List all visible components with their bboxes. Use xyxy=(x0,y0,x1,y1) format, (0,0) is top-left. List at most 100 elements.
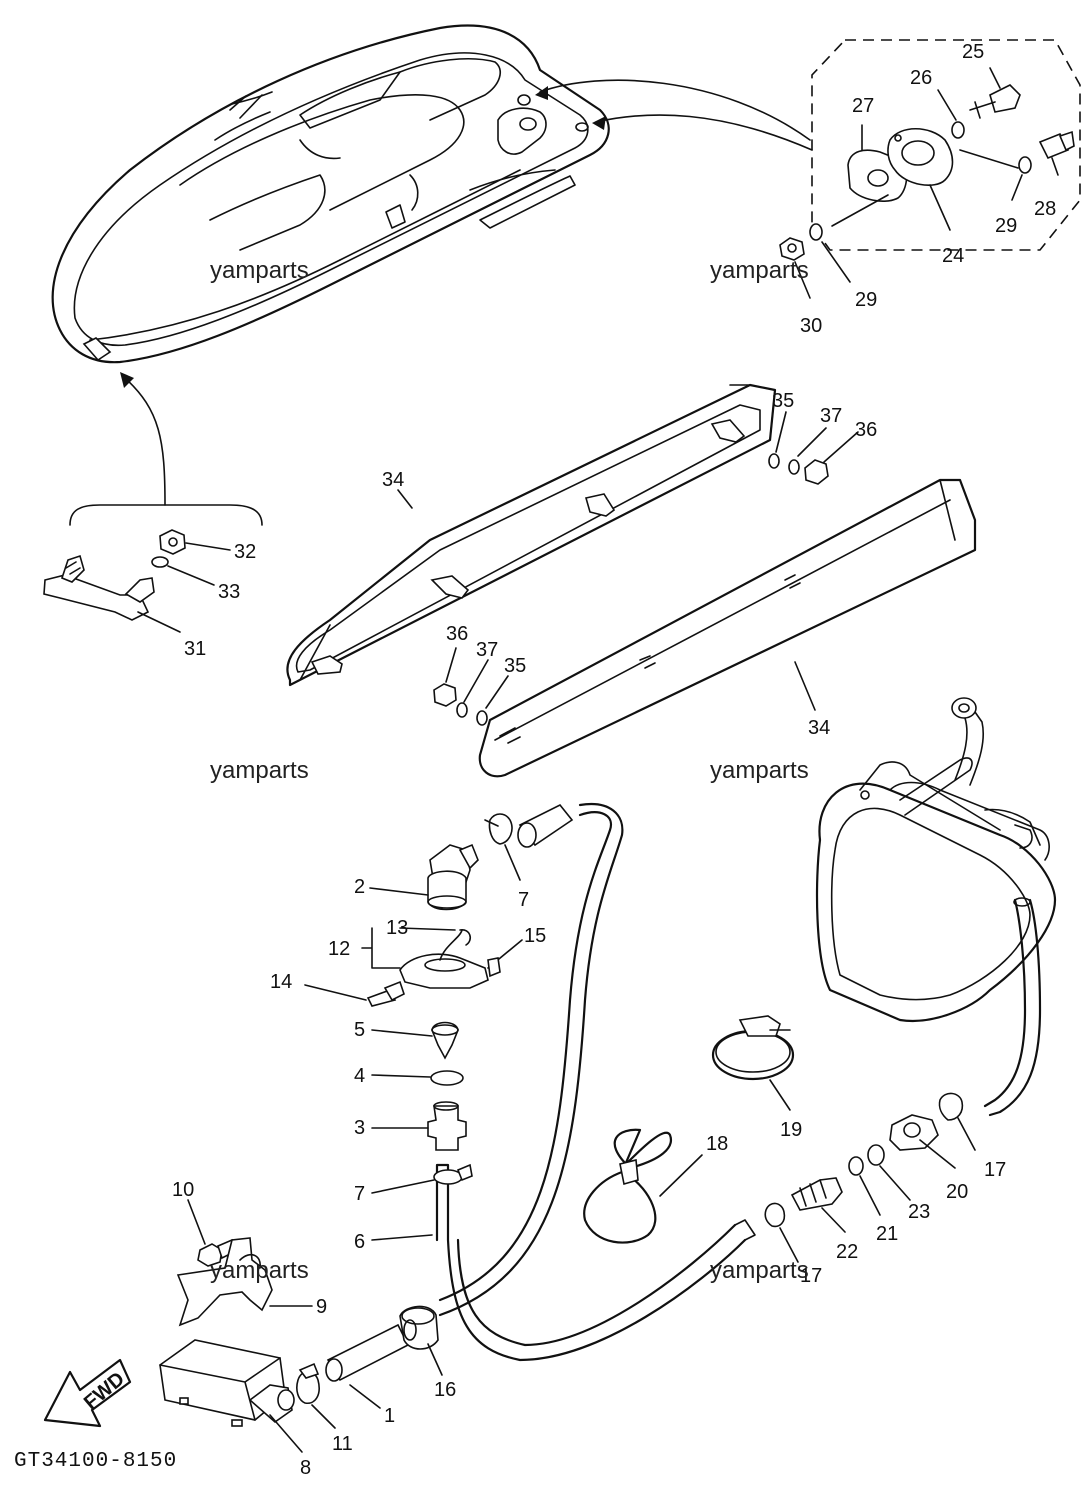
callout-10: 10 xyxy=(172,1179,194,1201)
fasteners-35-37-36-upper xyxy=(768,411,859,485)
callout-23: 23 xyxy=(908,1201,930,1223)
part-33-washer xyxy=(151,556,215,586)
callout-34-upper: 34 xyxy=(382,469,404,491)
callout-17-right: 17 xyxy=(984,1159,1006,1181)
callout-34-lower: 34 xyxy=(808,717,830,739)
callout-7-lower: 7 xyxy=(354,1183,365,1205)
callout-9: 9 xyxy=(316,1296,327,1318)
callout-21: 21 xyxy=(876,1223,898,1245)
callout-1: 1 xyxy=(384,1405,395,1427)
part-32-nut xyxy=(159,529,231,555)
nozzle-hose xyxy=(983,898,1027,1108)
part-29-washer-left xyxy=(809,223,851,283)
callout-labels: 25 26 27 28 29 24 29 30 35 37 36 34 32 3… xyxy=(172,41,1056,1479)
callout-29-right: 29 xyxy=(995,215,1017,237)
callout-33: 33 xyxy=(218,581,240,603)
part-1-hose xyxy=(325,1323,410,1409)
hose-long xyxy=(435,1163,747,1362)
bracket-31-group xyxy=(69,504,263,526)
callout-15: 15 xyxy=(524,925,546,947)
part-14-screw xyxy=(304,980,405,1007)
callout-22: 22 xyxy=(836,1241,858,1263)
part-3-fitting xyxy=(371,1101,467,1151)
fwd-arrow-icon: FWD xyxy=(43,1358,132,1428)
part-16-joint xyxy=(399,1305,443,1376)
part-18-strap xyxy=(583,1128,703,1244)
part-7-hose-top xyxy=(484,803,574,881)
callout-2: 2 xyxy=(354,876,365,898)
part-20-fitting xyxy=(889,1114,956,1169)
jet-nozzle-housing xyxy=(815,697,1057,1022)
callout-30: 30 xyxy=(800,315,822,337)
callout-14: 14 xyxy=(270,971,292,993)
callout-5: 5 xyxy=(354,1019,365,1041)
callout-16: 16 xyxy=(434,1379,456,1401)
leader-arrow-vent xyxy=(539,79,811,141)
leader-arrow-31 xyxy=(124,377,166,506)
callout-29-left: 29 xyxy=(855,289,877,311)
part-8-box xyxy=(159,1339,303,1453)
part-22-nipple xyxy=(790,1177,846,1233)
fasteners-36-37-35-lower xyxy=(433,647,509,726)
part-24-vent-plate xyxy=(887,128,954,231)
callout-6: 6 xyxy=(354,1231,365,1253)
hose-return xyxy=(438,811,613,1302)
watermark: yamparts xyxy=(710,1257,809,1284)
part-26-o-ring xyxy=(951,121,965,139)
part-4-o-ring xyxy=(430,1070,464,1086)
watermark: yamparts xyxy=(710,757,809,784)
callout-32: 32 xyxy=(234,541,256,563)
callout-11: 11 xyxy=(332,1433,353,1455)
callout-3: 3 xyxy=(354,1117,365,1139)
callout-17-lower: 17 xyxy=(800,1265,822,1287)
watermark: yamparts xyxy=(710,257,809,284)
part-31-fitting xyxy=(43,554,181,633)
part-2-elbow xyxy=(369,843,479,911)
callout-7-top: 7 xyxy=(518,889,529,911)
callout-18: 18 xyxy=(706,1133,728,1155)
callout-4: 4 xyxy=(354,1065,365,1087)
callout-35-lower: 35 xyxy=(504,655,526,677)
callout-13: 13 xyxy=(386,917,408,939)
callout-37-lower: 37 xyxy=(476,639,498,661)
watermark: yamparts xyxy=(210,1257,309,1284)
part-34-sponson-upper xyxy=(286,383,777,687)
watercraft-hull xyxy=(51,24,610,364)
detail-box xyxy=(811,39,1081,251)
part-34-sponson-lower xyxy=(478,478,977,778)
watermarks: yamparts yamparts yamparts yamparts yamp… xyxy=(210,257,809,1284)
part-17-clamp-right xyxy=(938,1092,976,1151)
part-25-plug xyxy=(969,67,1021,119)
callout-24: 24 xyxy=(942,245,964,267)
part-9-bracket xyxy=(176,1237,313,1327)
part-7-clamp-lower xyxy=(371,1163,473,1194)
callout-26: 26 xyxy=(910,67,932,89)
part-19-band xyxy=(711,1015,795,1111)
callout-27: 27 xyxy=(852,95,874,117)
part-21-washer xyxy=(848,1156,881,1216)
callout-36-lower: 36 xyxy=(446,623,468,645)
drawing-code: GT34100-8150 xyxy=(14,1450,177,1473)
part-12-clamp xyxy=(361,927,523,989)
callout-8: 8 xyxy=(300,1457,311,1479)
callout-28: 28 xyxy=(1034,198,1056,220)
callout-19: 19 xyxy=(780,1119,802,1141)
part-29-washer-right xyxy=(1011,156,1032,201)
callout-37-upper: 37 xyxy=(820,405,842,427)
leader-arrow-drain xyxy=(595,114,813,151)
callout-20: 20 xyxy=(946,1181,968,1203)
part-23-washer xyxy=(867,1144,911,1201)
watermark: yamparts xyxy=(210,757,309,784)
part-30-nut xyxy=(779,237,811,299)
part-11-clamp xyxy=(296,1362,336,1429)
callout-25: 25 xyxy=(962,41,984,63)
part-28-bolt xyxy=(1038,130,1075,176)
watermark: yamparts xyxy=(210,257,309,284)
part-5-jet xyxy=(371,1021,459,1060)
callout-35-upper: 35 xyxy=(772,390,794,412)
fwd-label: FWD xyxy=(80,1368,129,1414)
callout-12: 12 xyxy=(328,938,350,960)
callout-31: 31 xyxy=(184,638,206,660)
